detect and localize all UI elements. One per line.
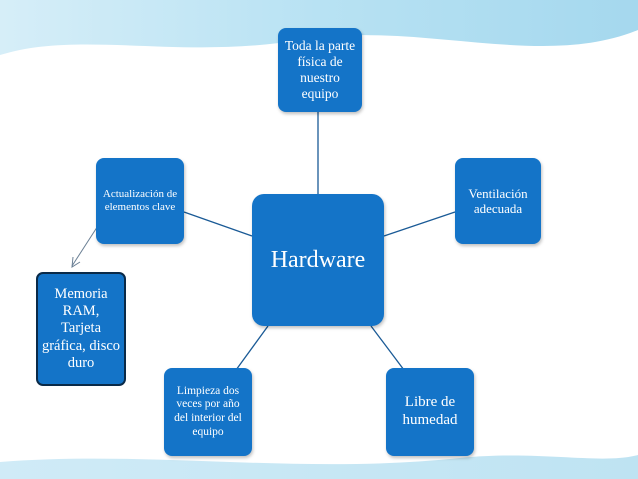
node-right-label: Ventilación adecuada — [468, 185, 528, 216]
node-bottom-right-label: Libre de humedad — [402, 394, 458, 428]
center-node-hardware: Hardware — [252, 194, 384, 326]
node-ventilation: Ventilación adecuada — [455, 158, 541, 244]
connector-bottom-left — [235, 325, 269, 371]
node-cleaning: Limpieza dos veces por año del interior … — [164, 368, 252, 456]
node-left-label: Actualización de elementos clave — [102, 188, 178, 213]
node-memory-components: Memoria RAM, Tarjeta gráfica, disco duro — [36, 272, 126, 386]
node-memory-label: Memoria RAM, Tarjeta gráfica, disco duro — [41, 286, 121, 371]
arrow-head-icon — [71, 256, 81, 268]
node-humidity-free: Libre de humedad — [386, 368, 474, 456]
connector-left — [183, 211, 253, 237]
node-physical-part: Toda la parte física de nuestro equipo — [278, 28, 362, 112]
node-bottom-left-label: Limpieza dos veces por año del interior … — [174, 384, 242, 438]
bottom-wave-decoration — [0, 455, 638, 479]
connector-right — [383, 211, 456, 237]
top-wave-decoration — [0, 0, 638, 55]
node-top-label: Toda la parte física de nuestro equipo — [284, 38, 356, 101]
node-update-elements: Actualización de elementos clave — [96, 158, 184, 244]
connector-bottom-right — [370, 325, 405, 371]
center-node-label: Hardware — [270, 246, 366, 273]
